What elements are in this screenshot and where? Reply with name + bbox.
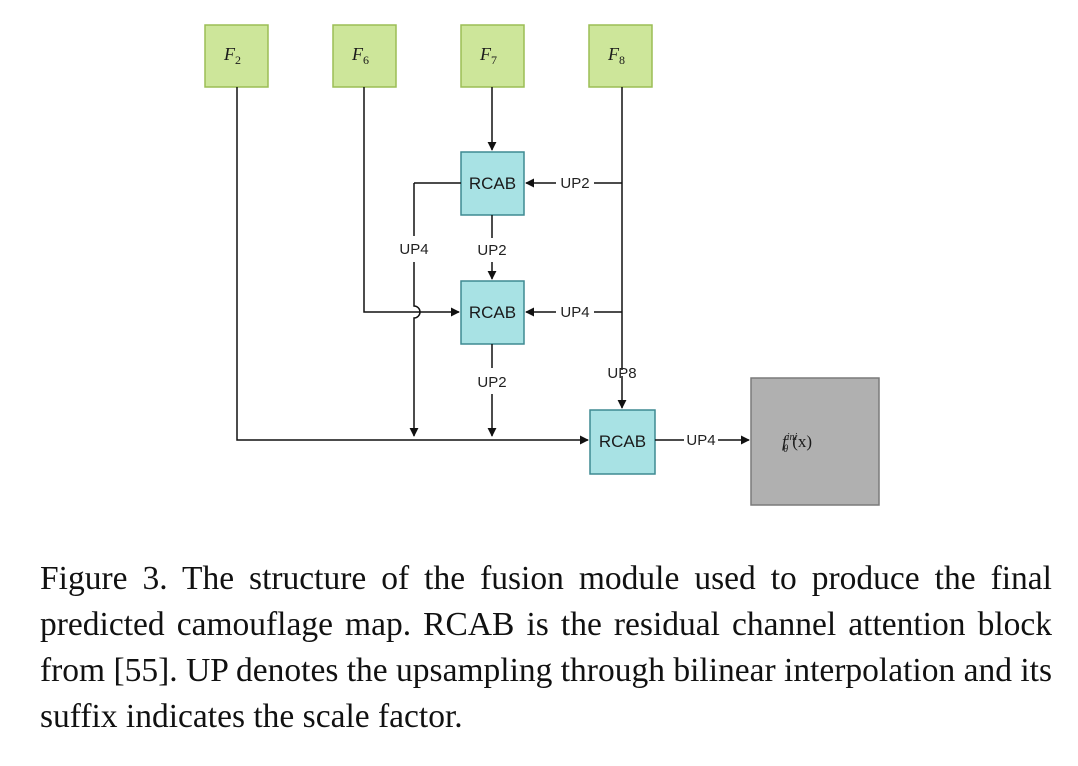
input-f8: F8 <box>588 24 653 88</box>
label-f8-to-top: UP2 <box>560 175 589 192</box>
rcab-top-box <box>460 151 525 216</box>
figure-caption: Figure 3. The structure of the fusion mo… <box>40 560 1052 735</box>
rcab-bottom: RCAB <box>589 409 656 475</box>
rcab-bottom-box <box>589 409 656 475</box>
label-mid-to-bottom: UP2 <box>477 374 506 391</box>
input-f7-label: F7 <box>479 44 497 67</box>
label-bottom-to-output: UP4 <box>686 432 715 449</box>
rcab-mid-label: RCAB <box>469 303 516 322</box>
edge-f6-to-rcab-mid <box>363 87 460 317</box>
output-box <box>750 377 880 506</box>
rcab-top-label: RCAB <box>469 174 516 193</box>
input-f2: F2 <box>204 24 269 88</box>
rcab-mid-box <box>460 280 525 345</box>
input-f2-box <box>204 24 269 88</box>
label-top-to-mid: UP2 <box>477 242 506 259</box>
edge-f2-to-rcab-bottom <box>236 87 589 445</box>
edge-top-branch-v2 <box>409 262 421 437</box>
input-f6-box <box>332 24 397 88</box>
input-f6-label: F6 <box>351 44 369 67</box>
label-f8-to-mid: UP4 <box>560 304 589 321</box>
input-f2-label: F2 <box>223 44 241 67</box>
input-f7: F7 <box>460 24 525 88</box>
label-f8-to-bottom: UP8 <box>607 365 636 382</box>
connectors <box>236 87 750 445</box>
input-f8-box <box>588 24 653 88</box>
rcab-top: RCAB <box>460 151 525 216</box>
rcab-mid: RCAB <box>460 280 525 345</box>
label-top-to-bottom: UP4 <box>399 241 428 258</box>
input-f7-box <box>460 24 525 88</box>
input-f6: F6 <box>332 24 397 88</box>
input-f8-label: F8 <box>607 44 625 67</box>
rcab-bottom-label: RCAB <box>599 432 646 451</box>
